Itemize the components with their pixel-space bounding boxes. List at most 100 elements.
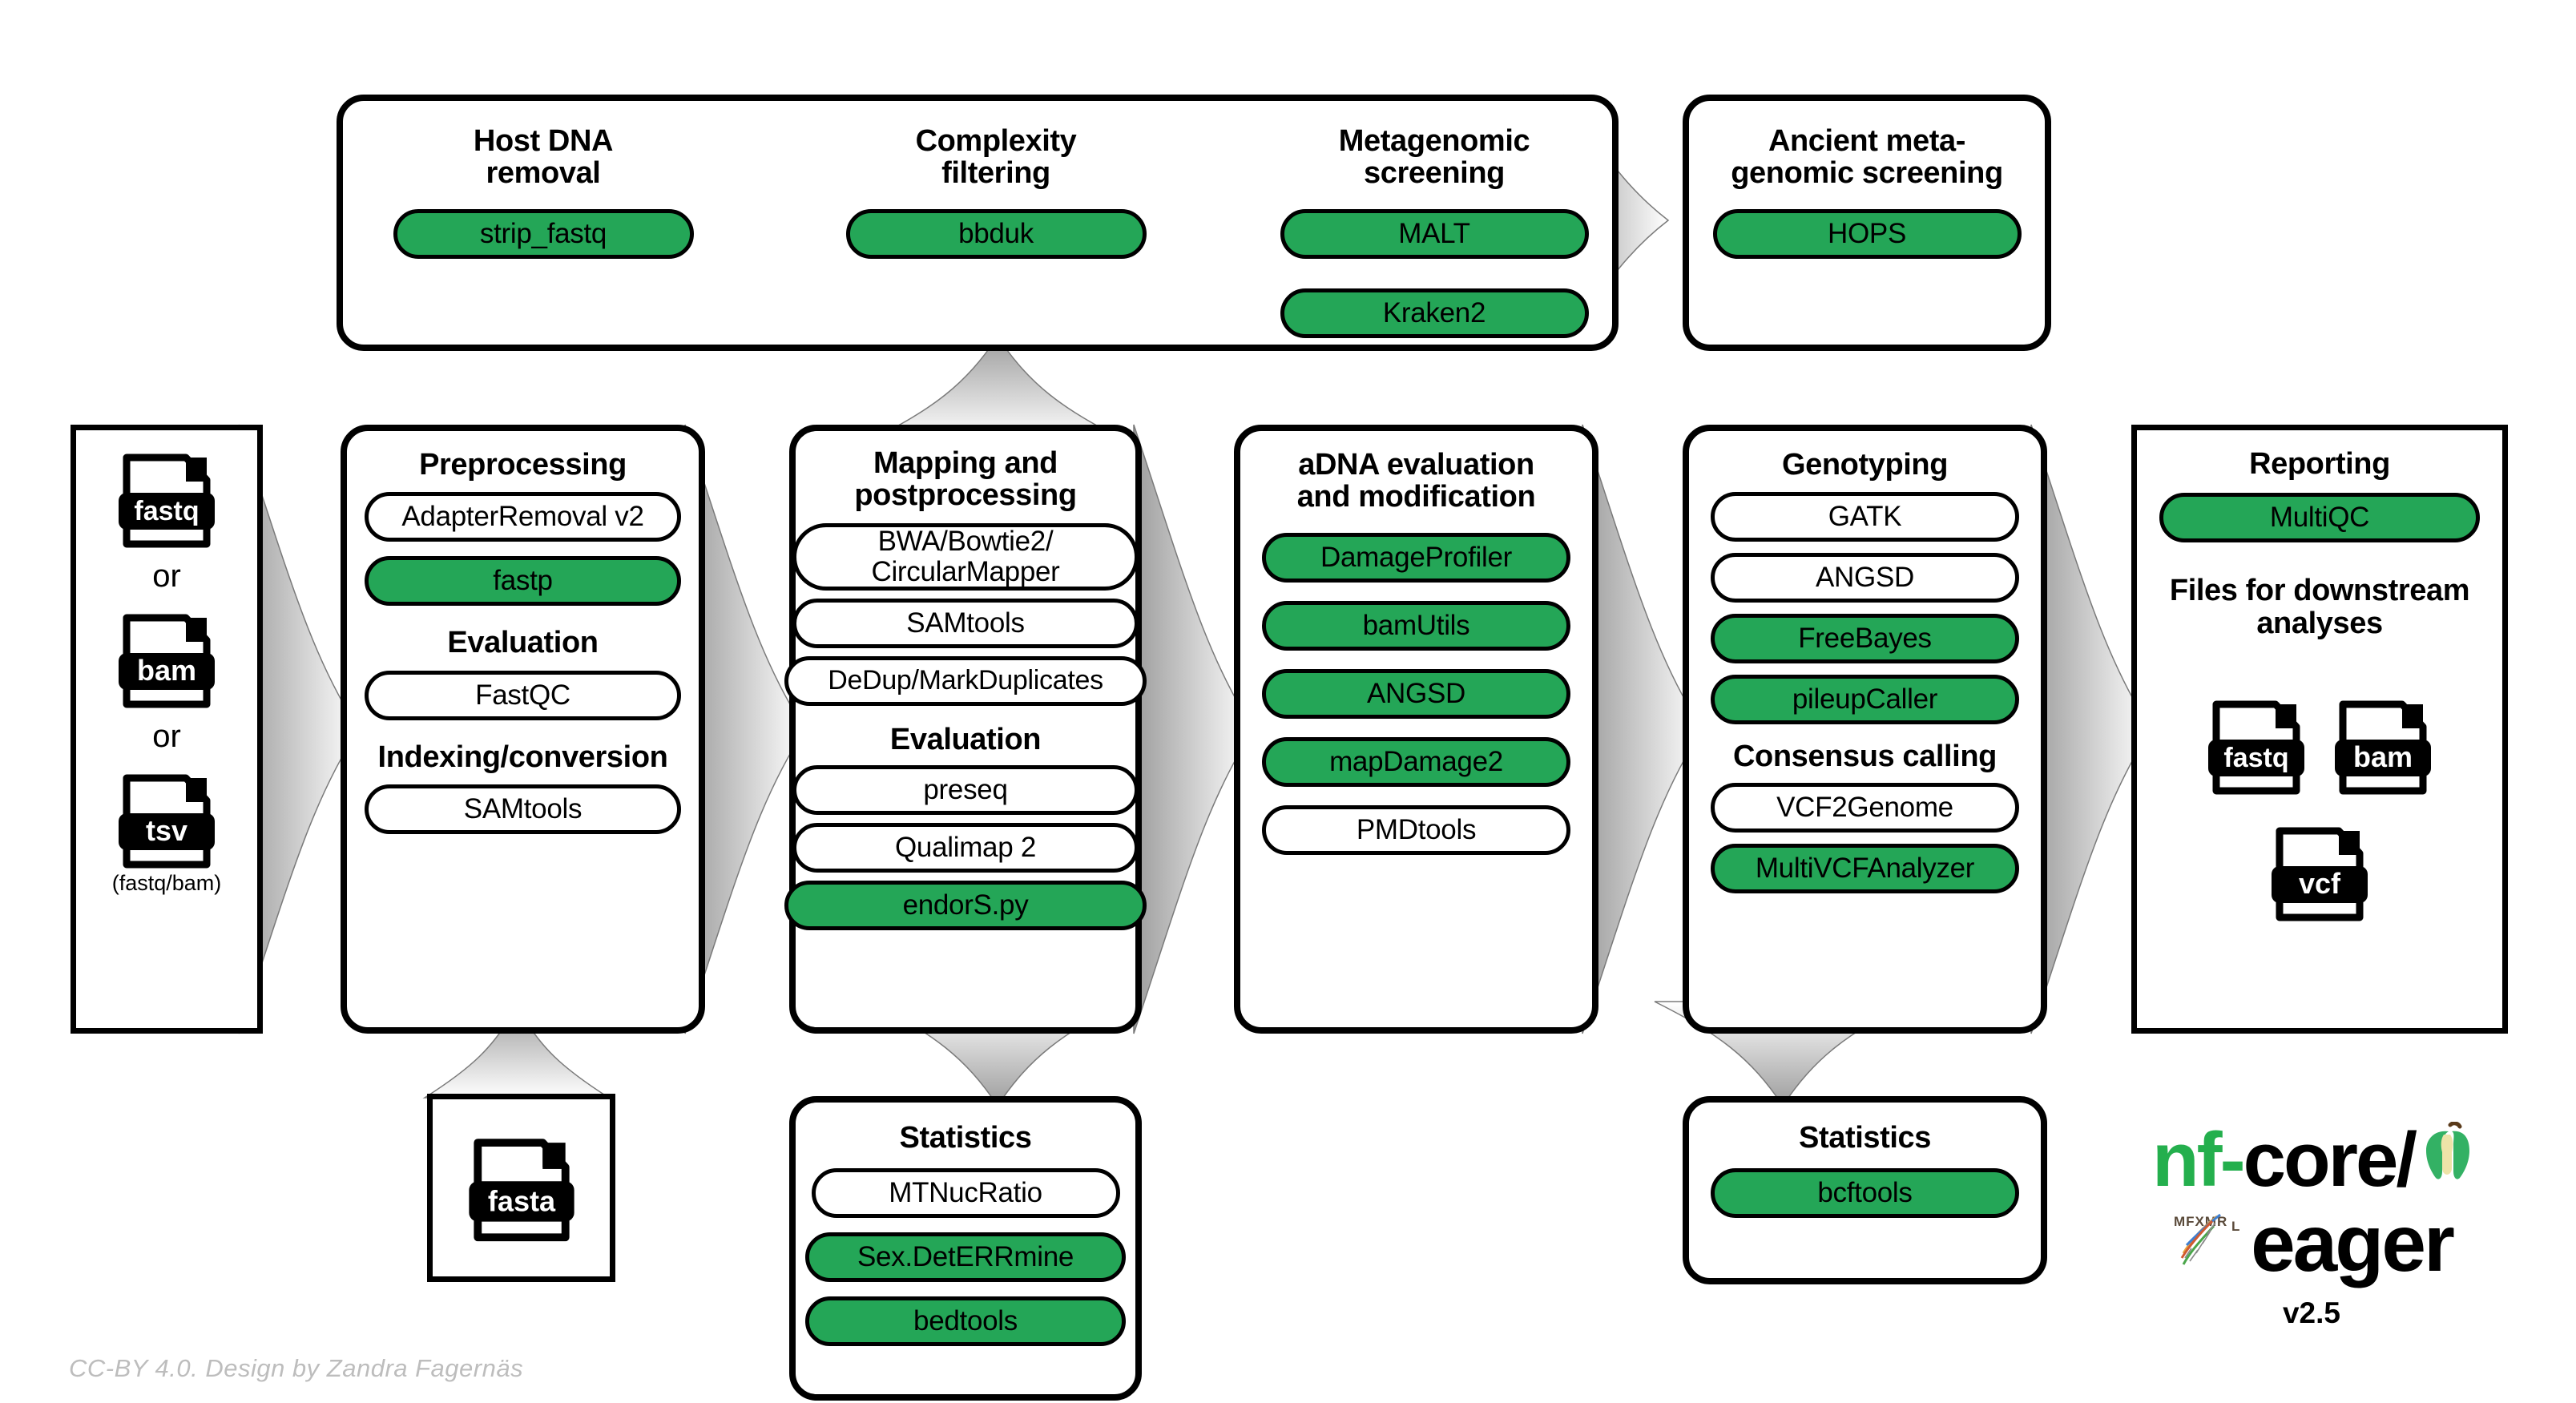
input-file-fastq: fastq	[115, 448, 218, 550]
input-note: (fastq/bam)	[111, 871, 222, 895]
svg-text:fastq: fastq	[2223, 743, 2288, 773]
statistics-right-box: Statistics bcftools	[1683, 1096, 2047, 1284]
stage-host-dna-removal: Host DNA removal strip_fastq	[375, 125, 712, 259]
screening-group-box: Host DNA removal strip_fastq Complexity …	[337, 95, 1619, 351]
tool-pill[interactable]: MultiVCFAnalyzer	[1711, 843, 2019, 893]
sub-heading-evaluation: Evaluation	[889, 722, 1042, 756]
tool-pill[interactable]: bcftools	[1711, 1168, 2019, 1219]
tool-pill[interactable]: AdapterRemoval v2	[365, 492, 681, 542]
ancient-screening-box: Ancient meta- genomic screening HOPS	[1683, 95, 2051, 351]
tool-pill[interactable]: pileupCaller	[1711, 675, 2019, 725]
file-fastq-icon: fastq	[2205, 695, 2308, 797]
stage-adna: aDNA evaluation and modification DamageP…	[1240, 431, 1592, 855]
tool-pill[interactable]: PMDtools	[1262, 804, 1570, 855]
stage-title: Statistics	[899, 1121, 1032, 1155]
tool-pill[interactable]: bedtools	[805, 1296, 1126, 1347]
file-bam-icon: bam	[115, 608, 218, 711]
sub-heading-consensus: Consensus calling	[1733, 740, 1997, 774]
logo-eager-text: eager	[2251, 1199, 2455, 1288]
stage-mapping: Mapping and postprocessing BWA/Bowtie2/ …	[784, 431, 1147, 930]
svg-text:vcf: vcf	[2299, 867, 2341, 900]
dna-helix-icon: MFXMR L	[2171, 1203, 2247, 1284]
tool-pill[interactable]: SAMtools	[365, 784, 681, 834]
stage-genotyping: Genotyping GATK ANGSD FreeBayes pileupCa…	[1689, 431, 2041, 893]
mapping-box: Mapping and postprocessing BWA/Bowtie2/ …	[784, 425, 1147, 1034]
svg-text:fasta: fasta	[487, 1184, 555, 1217]
tool-pill[interactable]: BWA/Bowtie2/ CircularMapper	[792, 522, 1139, 591]
stage-title: Complexity filtering	[915, 124, 1077, 191]
input-or-2: or	[152, 719, 181, 754]
tool-pill[interactable]: FreeBayes	[1711, 614, 2019, 664]
stage-metagenomic-screening: Metagenomic screening MALT Kraken2	[1274, 125, 1594, 338]
svg-text:bam: bam	[137, 654, 196, 687]
stage-statistics-left: Statistics MTNucRatio Sex.DetERRmine bed…	[796, 1103, 1135, 1347]
svg-text:tsv: tsv	[146, 814, 187, 847]
input-files-box: fastq or bam or tsv (fastq/bam)	[71, 425, 263, 1034]
tool-pill[interactable]: Kraken2	[1280, 288, 1589, 338]
downstream-heading: Files for downstream analyses	[2169, 574, 2470, 640]
downstream-files: fastq bam vcf	[2137, 695, 2502, 924]
logo-line-2: MFXMR L eager	[2123, 1203, 2500, 1284]
stage-title: Ancient meta- genomic screening	[1731, 124, 2003, 191]
credit-text: CC-BY 4.0. Design by Zandra Fagernäs	[69, 1354, 524, 1382]
stage-title: Preprocessing	[419, 448, 627, 482]
input-or-1: or	[152, 558, 181, 594]
stage-preprocessing: Preprocessing AdapterRemoval v2 fastp Ev…	[347, 431, 699, 834]
tool-pill[interactable]: MultiQC	[2159, 493, 2480, 543]
stage-complexity-filtering: Complexity filtering bbduk	[828, 125, 1164, 259]
tool-pill[interactable]: FastQC	[365, 670, 681, 720]
preprocessing-box: Preprocessing AdapterRemoval v2 fastp Ev…	[341, 425, 705, 1034]
adna-box: aDNA evaluation and modification DamageP…	[1234, 425, 1598, 1034]
stage-statistics-right: Statistics bcftools	[1689, 1103, 2041, 1219]
file-bam-icon: bam	[2332, 695, 2434, 797]
apple-core-icon	[2421, 1121, 2471, 1199]
tool-pill[interactable]: Sex.DetERRmine	[805, 1232, 1126, 1283]
tool-pill[interactable]: bamUtils	[1262, 600, 1570, 651]
file-fastq-icon: fastq	[115, 448, 218, 550]
svg-text:bam: bam	[2353, 740, 2413, 773]
stage-ancient-screening: Ancient meta- genomic screening HOPS	[1689, 101, 2045, 259]
input-file-bam: bam	[115, 608, 218, 711]
tool-pill[interactable]: endorS.py	[784, 880, 1147, 930]
logo-line-1: nf- core/	[2123, 1117, 2500, 1203]
sub-heading-evaluation: Evaluation	[447, 626, 599, 660]
stage-title: Statistics	[1799, 1121, 1931, 1155]
svg-text:L: L	[2231, 1219, 2239, 1234]
logo-core-text: core/	[2243, 1117, 2417, 1203]
tool-pill[interactable]: ANGSD	[1711, 553, 2019, 603]
svg-text:fastq: fastq	[134, 496, 199, 526]
tool-pill[interactable]: HOPS	[1712, 208, 2022, 259]
stage-title: Reporting	[2249, 447, 2390, 481]
statistics-left-box: Statistics MTNucRatio Sex.DetERRmine bed…	[789, 1096, 1142, 1401]
stage-title: Metagenomic screening	[1338, 124, 1530, 191]
stage-title: Mapping and postprocessing	[854, 446, 1077, 513]
tool-pill[interactable]: VCF2Genome	[1711, 782, 2019, 833]
tool-pill[interactable]: MTNucRatio	[811, 1168, 1120, 1219]
input-file-tsv: tsv	[115, 768, 218, 871]
tool-pill[interactable]: fastp	[365, 556, 681, 607]
stage-title: Genotyping	[1781, 448, 1949, 482]
tool-pill[interactable]: DamageProfiler	[1262, 532, 1570, 583]
tool-pill[interactable]: bbduk	[845, 208, 1147, 259]
file-tsv-icon: tsv	[115, 768, 218, 871]
tool-pill[interactable]: Qualimap 2	[792, 822, 1139, 873]
logo-version: v2.5	[2282, 1296, 2340, 1329]
tool-pill[interactable]: ANGSD	[1262, 668, 1570, 719]
tool-pill[interactable]: DeDup/MarkDuplicates	[784, 655, 1147, 706]
stage-reporting: Reporting MultiQC Files for downstream a…	[2137, 430, 2502, 639]
stage-title: aDNA evaluation and modification	[1296, 448, 1536, 514]
tool-pill[interactable]: preseq	[792, 764, 1139, 815]
tool-pill[interactable]: SAMtools	[792, 598, 1139, 648]
reporting-box: Reporting MultiQC Files for downstream a…	[2131, 425, 2508, 1034]
genotyping-box: Genotyping GATK ANGSD FreeBayes pileupCa…	[1683, 425, 2047, 1034]
logo-nf-text: nf-	[2151, 1117, 2246, 1203]
tool-pill[interactable]: strip_fastq	[393, 208, 694, 259]
file-fasta-icon: fasta	[466, 1132, 578, 1244]
stage-title: Host DNA removal	[473, 124, 614, 191]
file-vcf-icon: vcf	[2268, 821, 2371, 924]
tool-pill[interactable]: mapDamage2	[1262, 736, 1570, 787]
nf-core-eager-logo: nf- core/ MFXMR L	[2123, 1117, 2500, 1330]
tool-pill[interactable]: MALT	[1280, 208, 1589, 259]
tool-pill[interactable]: GATK	[1711, 492, 2019, 542]
reference-fasta-box: fasta	[427, 1094, 615, 1282]
